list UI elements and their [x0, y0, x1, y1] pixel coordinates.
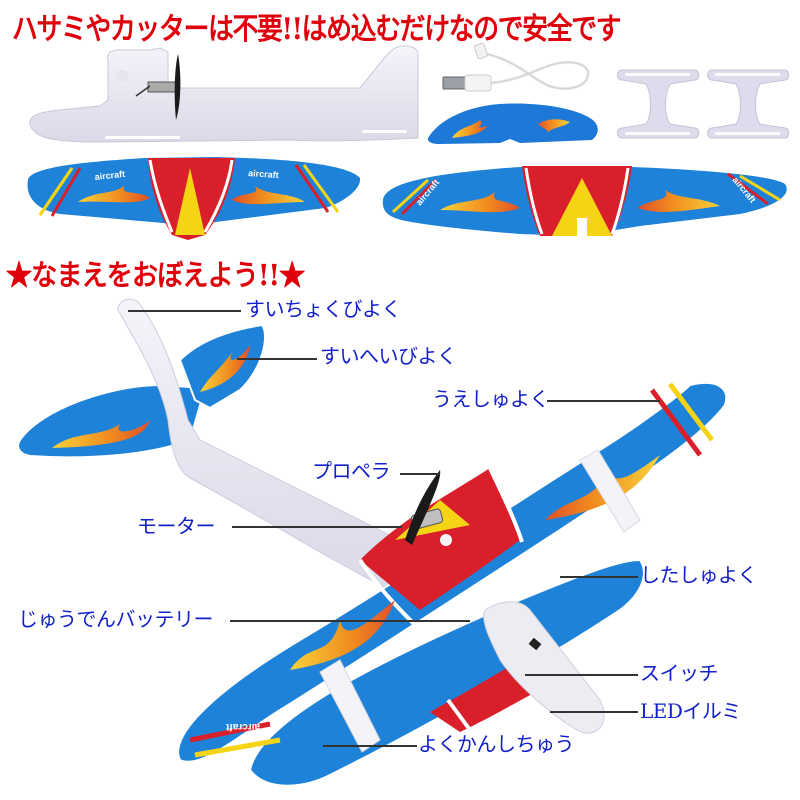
leader-line-rechargeable-battery: [230, 620, 470, 622]
leader-line-horizontal-stabilizer: [237, 358, 317, 360]
svg-text:aircraft: aircraft: [94, 169, 125, 182]
leader-line-switch: [525, 674, 638, 676]
label-rechargeable-battery: じゅうでんバッテリー: [18, 607, 214, 631]
leader-line-lower-main-wing: [560, 576, 638, 578]
label-horizontal-stabilizer: すいへいびよく: [320, 344, 457, 368]
label-propeller: プロペラ: [312, 459, 391, 483]
leader-line-propeller: [400, 473, 440, 475]
fuselage-part: [29, 45, 419, 143]
page-title: ハサミやカッターは不要!!はめ込むだけなので安全です: [12, 12, 622, 47]
horizontal-stabilizer-part: [427, 103, 598, 144]
label-motor: モーター: [137, 514, 216, 538]
svg-text:aircraft: aircraft: [592, 400, 614, 436]
wing-connector-part: [617, 69, 790, 139]
label-upper-main-wing: うえしゅよく: [432, 387, 550, 411]
label-led-light: LEDイルミ: [640, 699, 741, 723]
leader-line-vertical-stabilizer: [128, 310, 241, 312]
assembled-airplane: aircraft aircraft: [17, 298, 728, 787]
section-heading: ★なまえをおぼえよう!!★: [6, 258, 305, 292]
usb-cable-part: [442, 42, 590, 92]
label-lower-main-wing: したしゅよく: [640, 563, 758, 587]
label-wing-strut: よくかんしちゅう: [418, 732, 575, 756]
main-wing-part-1: aircraft aircraft: [27, 157, 361, 240]
label-vertical-stabilizer: すいちょくびよく: [245, 297, 402, 321]
leader-line-wing-strut: [323, 745, 417, 747]
leader-line-motor: [232, 526, 402, 528]
main-wing-part-2: aircraft aircraft: [382, 166, 787, 236]
svg-text:aircraft: aircraft: [248, 168, 279, 180]
leader-line-upper-main-wing: [547, 400, 660, 402]
svg-text:aircraft: aircraft: [225, 721, 260, 732]
leader-line-led-light: [550, 711, 638, 713]
label-switch: スイッチ: [640, 661, 719, 685]
